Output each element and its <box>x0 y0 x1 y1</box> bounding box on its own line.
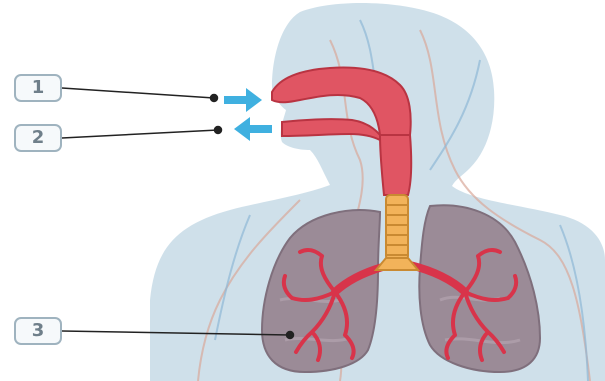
pharynx <box>380 135 411 195</box>
airflow-arrows <box>224 88 272 141</box>
leader-dot-2 <box>215 127 222 134</box>
exhale-arrow-icon <box>234 117 272 141</box>
leader-line-2 <box>62 130 218 138</box>
callout-label-2: 2 <box>14 124 62 152</box>
leader-dot-1 <box>211 95 218 102</box>
callout-label-1: 1 <box>14 74 62 102</box>
inhale-arrow-icon <box>224 88 262 112</box>
leader-dot-3 <box>287 332 294 339</box>
callout-label-3: 3 <box>14 317 62 345</box>
leader-line-1 <box>62 88 214 98</box>
